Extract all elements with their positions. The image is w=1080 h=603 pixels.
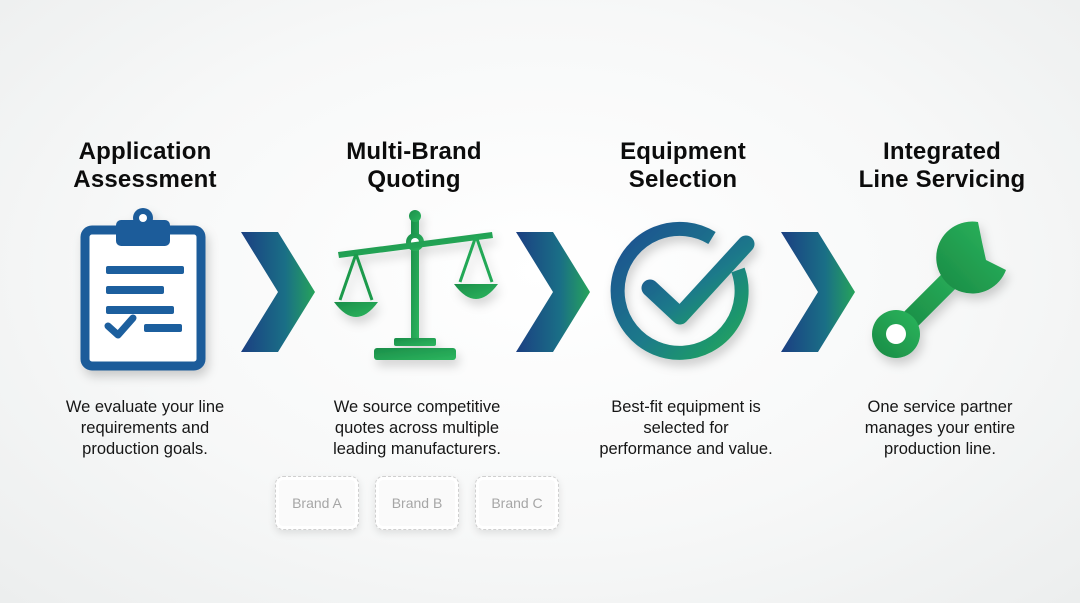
- title-line: Integrated: [882, 138, 1001, 165]
- title-line: Equipment: [620, 138, 746, 165]
- step-description: One service partner manages your entire …: [810, 397, 1070, 460]
- title-line: Assessment: [73, 166, 217, 193]
- brand-card-c: Brand C: [475, 476, 559, 530]
- desc-line: quotes across multiple: [334, 419, 500, 437]
- title-line: Quoting: [367, 166, 461, 193]
- desc-line: manages your entire: [864, 419, 1016, 437]
- step-description: Best-fit equipment is selected for perfo…: [556, 397, 816, 460]
- wrench-icon: [860, 208, 1030, 368]
- desc-line: leading manufacturers.: [333, 440, 501, 458]
- check-circle-icon: [600, 208, 770, 368]
- balance-scale-icon: [330, 208, 500, 368]
- desc-line: We source competitive: [333, 398, 501, 416]
- title-line: Selection: [628, 166, 738, 193]
- step-description: We evaluate your line requirements and p…: [15, 397, 275, 460]
- desc-line: Best-fit equipment is: [611, 398, 761, 416]
- desc-line: production goals.: [82, 440, 208, 458]
- title-line: Multi-Brand: [346, 138, 482, 165]
- title-line: Line Servicing: [858, 166, 1026, 193]
- desc-line: selected for: [643, 419, 729, 437]
- desc-line: We evaluate your line: [65, 398, 225, 416]
- step-title-equipment-selection: Equipment Selection: [553, 138, 813, 194]
- chevron-right-icon: [238, 228, 318, 356]
- step-description: We source competitive quotes across mult…: [287, 397, 547, 460]
- step-title-multi-brand-quoting: Multi-Brand Quoting: [284, 138, 544, 194]
- chevron-right-icon: [513, 228, 593, 356]
- brand-card-b: Brand B: [375, 476, 459, 530]
- clipboard-checklist-icon: [60, 208, 230, 371]
- step-title-integrated-line-servicing: Integrated Line Servicing: [812, 138, 1072, 194]
- title-line: Application: [78, 138, 212, 165]
- desc-line: requirements and: [80, 419, 210, 437]
- desc-line: One service partner: [867, 398, 1013, 416]
- chevron-right-icon: [778, 228, 858, 356]
- desc-line: performance and value.: [599, 440, 773, 458]
- step-title-application-assessment: Application Assessment: [15, 138, 275, 194]
- brand-card-a: Brand A: [275, 476, 359, 530]
- desc-line: production line.: [884, 440, 996, 458]
